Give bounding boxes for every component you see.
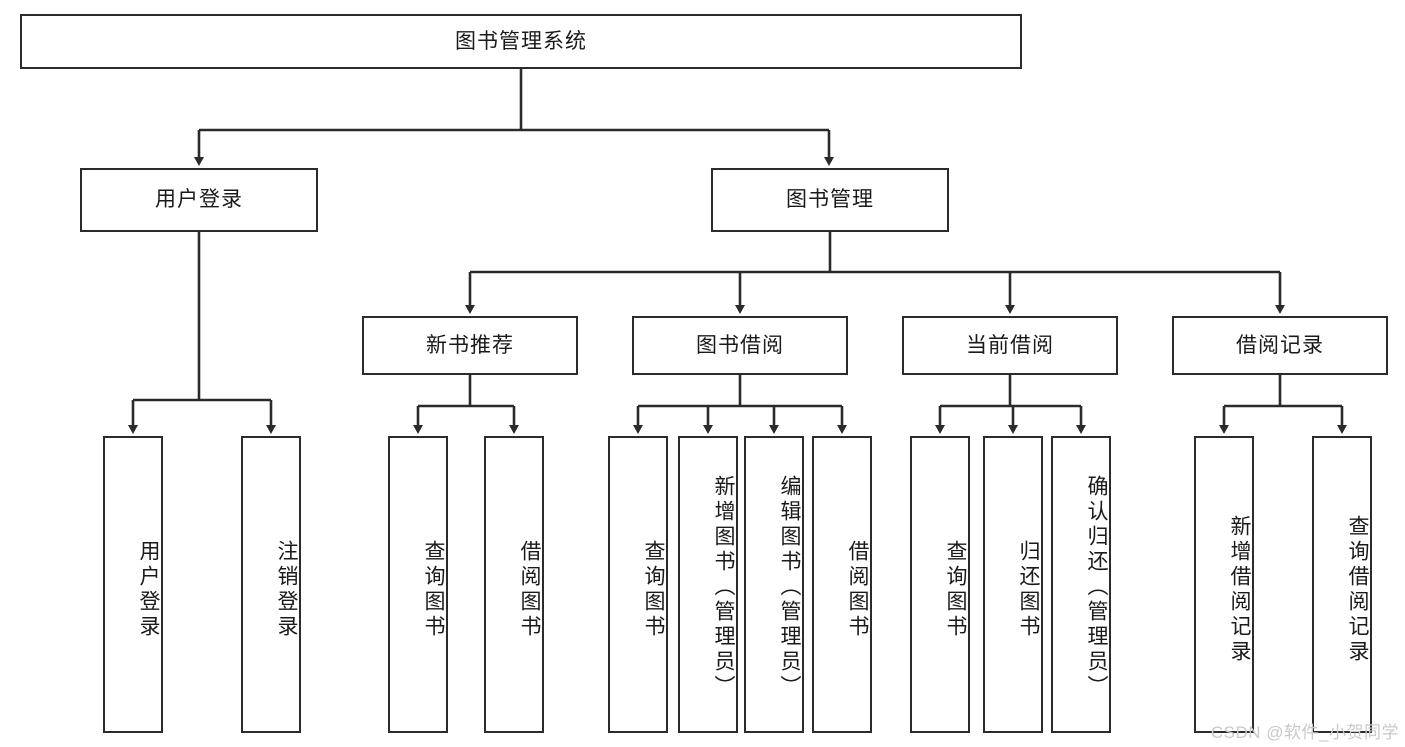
node-new-book-rec[interactable]: 新书推荐 [362,316,578,375]
leaf-add-book[interactable]: 新增图书（管理员） [678,436,738,733]
leaf-confirm-return[interactable]: 确认归还（管理员） [1051,436,1111,733]
leaf-add-record[interactable]: 新增借阅记录 [1194,436,1254,733]
leaf-query-book-3[interactable]: 查询图书 [910,436,970,733]
csdn-watermark: CSDN @软件_小贺同学 [1210,723,1399,742]
node-book-borrow[interactable]: 图书借阅 [632,316,848,375]
node-borrow-record[interactable]: 借阅记录 [1172,316,1388,375]
leaf-query-record[interactable]: 查询借阅记录 [1312,436,1372,733]
leaf-user-logout[interactable]: 注销登录 [241,436,301,733]
leaf-return-book[interactable]: 归还图书 [983,436,1043,733]
leaf-query-book-2[interactable]: 查询图书 [608,436,668,733]
node-book-manage[interactable]: 图书管理 [711,168,949,232]
leaf-user-login[interactable]: 用户登录 [103,436,163,733]
node-current-borrow[interactable]: 当前借阅 [902,316,1118,375]
node-root[interactable]: 图书管理系统 [20,14,1022,69]
node-user-login[interactable]: 用户登录 [80,168,318,232]
leaf-query-book-1[interactable]: 查询图书 [388,436,448,733]
leaf-borrow-book-1[interactable]: 借阅图书 [484,436,544,733]
leaf-edit-book[interactable]: 编辑图书（管理员） [744,436,804,733]
leaf-borrow-book-2[interactable]: 借阅图书 [812,436,872,733]
